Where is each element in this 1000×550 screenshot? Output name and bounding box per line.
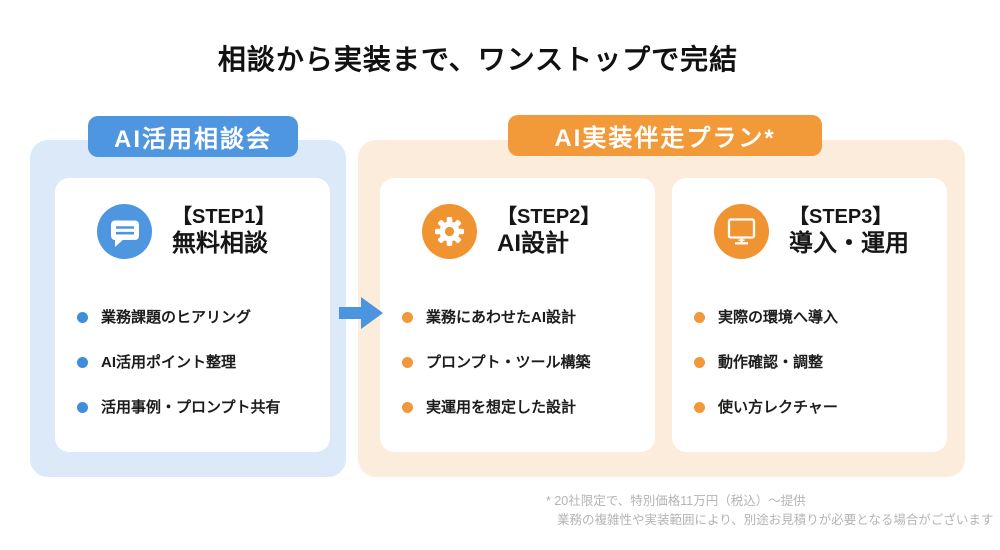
list-item-label: 使い方レクチャー: [718, 399, 838, 416]
list-item-label: 実際の環境へ導入: [718, 309, 839, 326]
step1-item-list: 業務課題のヒアリング AI活用ポイント整理 活用事例・プロンプト共有: [55, 307, 330, 418]
step-label: 【STEP2】: [497, 205, 601, 228]
list-item-label: 業務にあわせたAI設計: [426, 309, 577, 326]
list-item: 実運用を想定した設計: [402, 397, 655, 418]
consultation-badge: AI活用相談会: [88, 116, 298, 157]
step1-heading: 【STEP1】 無料相談: [172, 205, 275, 259]
step-label: 【STEP3】: [789, 205, 893, 228]
bullet-dot-icon: [402, 357, 413, 368]
implementation-badge: AI実装伴走プラン*: [508, 115, 822, 156]
bullet-dot-icon: [402, 312, 413, 323]
bullet-dot-icon: [694, 312, 705, 323]
footnote-line1: * 20社限定で、特別価格11万円（税込）～提供: [546, 494, 806, 508]
step3-card: 【STEP3】 導入・運用 実際の環境へ導入 動作確認・調整 使い方レクチャー: [672, 178, 947, 452]
step-title: 無料相談: [172, 229, 268, 257]
list-item-label: 業務課題のヒアリング: [101, 309, 252, 326]
step-title: AI設計: [497, 229, 569, 257]
flow-arrow-icon: [339, 296, 383, 335]
bullet-dot-icon: [77, 402, 88, 413]
bullet-dot-icon: [402, 402, 413, 413]
gear-icon: [422, 204, 477, 259]
footnote: * 20社限定で、特別価格11万円（税込）～提供 業務の複雑性や実装範囲により、…: [546, 492, 993, 530]
list-item: 業務にあわせたAI設計: [402, 307, 655, 328]
list-item-label: 活用事例・プロンプト共有: [101, 399, 281, 416]
list-item: 活用事例・プロンプト共有: [77, 397, 330, 418]
step2-card: 【STEP2】 AI設計 業務にあわせたAI設計 プロンプト・ツール構築 実運用…: [380, 178, 655, 452]
list-item: プロンプト・ツール構築: [402, 352, 655, 373]
step3-item-list: 実際の環境へ導入 動作確認・調整 使い方レクチャー: [672, 307, 947, 418]
page-title: 相談から実装まで、ワンストップで完結: [217, 44, 739, 75]
footnote-line2: 業務の複雑性や実装範囲により、別途お見積りが必要となる場合がございます: [557, 513, 994, 527]
list-item: AI活用ポイント整理: [77, 352, 330, 373]
list-item-label: 実運用を想定した設計: [426, 399, 577, 416]
step3-heading: 【STEP3】 導入・運用: [789, 205, 909, 259]
step-label: 【STEP1】: [172, 205, 276, 228]
list-item-label: プロンプト・ツール構築: [426, 354, 591, 371]
step2-item-list: 業務にあわせたAI設計 プロンプト・ツール構築 実運用を想定した設計: [380, 307, 655, 418]
list-item: 使い方レクチャー: [694, 397, 947, 418]
list-item-label: 動作確認・調整: [718, 354, 824, 371]
bullet-dot-icon: [694, 357, 705, 368]
monitor-icon: [714, 204, 769, 259]
bullet-dot-icon: [77, 312, 88, 323]
step2-header: 【STEP2】 AI設計: [422, 204, 655, 259]
bullet-dot-icon: [77, 357, 88, 368]
step2-heading: 【STEP2】 AI設計: [497, 205, 600, 259]
list-item: 実際の環境へ導入: [694, 307, 947, 328]
step3-header: 【STEP3】 導入・運用: [714, 204, 947, 259]
chat-icon: [97, 204, 152, 259]
list-item-label: AI活用ポイント整理: [101, 354, 237, 371]
list-item: 動作確認・調整: [694, 352, 947, 373]
step-title: 導入・運用: [789, 229, 909, 257]
list-item: 業務課題のヒアリング: [77, 307, 330, 328]
bullet-dot-icon: [694, 402, 705, 413]
step1-header: 【STEP1】 無料相談: [97, 204, 330, 259]
step1-card: 【STEP1】 無料相談 業務課題のヒアリング AI活用ポイント整理 活用事例・…: [55, 178, 330, 452]
